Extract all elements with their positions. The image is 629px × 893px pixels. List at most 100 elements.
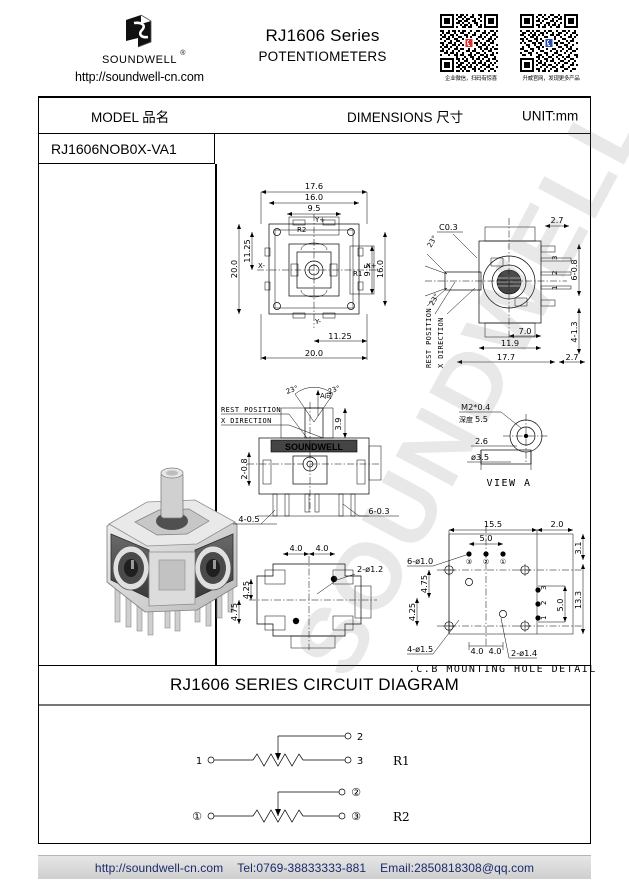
soundwell-logo-icon xyxy=(121,12,159,50)
dim-4-0-5: 4-0.5 xyxy=(238,514,259,524)
network-label-R1: R1 xyxy=(393,754,410,768)
dim-2-6: 2.6 xyxy=(475,436,488,446)
qr-code-website-caption: 升威官网，发现更多产品 xyxy=(522,76,580,82)
drawing-view-a: M2*0.4 深度 5.5 2.6 ø3.5 VIEW A xyxy=(421,392,593,507)
company-name: SOUNDWELL® xyxy=(101,50,186,66)
dim-11-25-bottom: 11.25 xyxy=(328,331,351,341)
product-photo xyxy=(87,464,255,644)
dim-16-0-right: 16.0 xyxy=(375,260,385,278)
label-a-direction: A向 xyxy=(320,391,332,400)
dim-4-0-pcb-b: 4.0 xyxy=(488,646,501,656)
series-title: RJ1606 Series xyxy=(265,26,380,45)
pin-label-3: 3 xyxy=(551,256,559,260)
document-title-block: RJ1606 Series POTENTIOMETERS xyxy=(215,26,430,64)
qr-code-wechat-image xyxy=(440,14,498,72)
registered-mark: ® xyxy=(180,50,187,57)
pcb-pin-3-circled: ③ xyxy=(466,558,472,566)
angle-23-left: 23° xyxy=(285,384,299,396)
qr-code-wechat-caption: 企业微信，扫码有惊喜 xyxy=(445,76,497,82)
label-Yminus: Y- xyxy=(314,318,321,326)
note-rest-position-front: REST POSITION xyxy=(221,406,281,414)
footer-url[interactable]: http://soundwell-cn.com xyxy=(94,860,224,875)
terminal-1-circled: ① xyxy=(192,810,202,823)
drawing-front-view: 23° 23° A向 REST POSITION X DIRECTION 3.9 xyxy=(219,382,409,532)
drawing-top-view: 17.6 16.0 9.5 xyxy=(219,176,404,376)
pcb-detail-title: P.C.B MOUNTING HOLE DETAIL xyxy=(407,664,597,674)
dimensions-row: RJ1606NOB0X-VA1 xyxy=(39,134,595,675)
dim-2-dia-1-2: 2-ø1.2 xyxy=(357,564,383,574)
terminal-3-circled: ③ xyxy=(351,810,361,823)
dim-4-1-3: 4-1.3 xyxy=(569,321,579,342)
dim-4-0-b: 4.0 xyxy=(315,543,328,553)
dim-4-25-pcb: 4.25 xyxy=(407,603,417,621)
product-type-title: POTENTIOMETERS xyxy=(258,49,387,64)
dim-4-dia-1-5: 4-ø1.5 xyxy=(407,644,433,654)
qr-code-website[interactable]: 升威官网，发现更多产品 xyxy=(520,14,582,82)
dim-2-0-8: 2-0.8 xyxy=(239,458,249,479)
dim-7-0: 7.0 xyxy=(518,326,531,336)
dim-15-5: 15.5 xyxy=(484,519,502,529)
terminal-3: 3 xyxy=(357,756,363,767)
dim-20-0-left: 20.0 xyxy=(229,260,239,278)
pcb-pin-2-circled: ② xyxy=(483,558,489,566)
dim-6-0-8: 6-0.8 xyxy=(569,259,579,280)
dim-16-0-top: 16.0 xyxy=(305,192,323,202)
footer-tel: Tel:0769-38833333-881 xyxy=(237,860,367,875)
note-x-direction: X DIRECTION xyxy=(437,317,445,368)
terminal-1: 1 xyxy=(196,756,202,767)
table-header-row: MODEL 品名 DIMENSIONS 尺寸 UNIT:mm xyxy=(39,98,590,134)
pcb-pin-1: 1 xyxy=(540,616,548,620)
dim-9-5-right: 9.5 xyxy=(362,263,372,276)
dim-2-7-bottom: 2.7 xyxy=(565,352,578,362)
dim-5-5: 5.5 xyxy=(475,414,488,424)
company-logo-block: SOUNDWELL® http://soundwell-cn.com xyxy=(42,12,237,84)
pcb-pin-1-circled: ① xyxy=(500,558,506,566)
header-website-url[interactable]: http://soundwell-cn.com xyxy=(74,70,204,84)
circuit-diagram-title: RJ1606 SERIES CIRCUIT DIAGRAM xyxy=(170,675,459,694)
qr-code-wechat[interactable]: 企业微信，扫码有惊喜 xyxy=(440,14,502,82)
pin-label-1: 1 xyxy=(551,286,559,290)
column-header-unit: UNIT:mm xyxy=(522,108,579,123)
label-Xminus: X- xyxy=(258,262,265,270)
pin-label-2: 2 xyxy=(551,271,559,275)
pcb-pin-2: 2 xyxy=(540,601,548,605)
dim-4-0-pcb-a: 4.0 xyxy=(470,646,483,656)
page-header: SOUNDWELL® http://soundwell-cn.com RJ160… xyxy=(0,0,629,92)
dim-11-9: 11.9 xyxy=(501,338,519,348)
label-R2: R2 xyxy=(297,226,306,234)
circuit-diagram-body: 1 3 2 R1 ① ③ xyxy=(39,706,590,843)
dim-2-dia-1-4: 2-ø1.4 xyxy=(511,648,537,658)
label-Yplus: Y+ xyxy=(314,216,325,224)
page-footer: http://soundwell-cn.com Tel:0769-3883333… xyxy=(38,855,591,879)
qr-code-website-image xyxy=(520,14,578,72)
dim-6-dia-1-0: 6-ø1.0 xyxy=(407,556,433,566)
dim-2-7-top: 2.7 xyxy=(550,215,563,225)
dim-17-6: 17.6 xyxy=(305,181,323,191)
drawing-side-view: 2.7 C0.3 xyxy=(417,196,597,376)
angle-23-right: 23° xyxy=(327,384,341,396)
view-a-title: VIEW A xyxy=(486,478,531,489)
dim-17-7: 17.7 xyxy=(497,352,515,362)
dim-4-75-pcb: 4.75 xyxy=(419,575,429,593)
label-R1: R1 xyxy=(353,270,362,278)
model-column-divider xyxy=(215,164,217,666)
dim-4-75: 4.75 xyxy=(229,603,239,621)
brand-soundwell: SOUNDWELL xyxy=(285,442,343,452)
dim-4-0-a: 4.0 xyxy=(289,543,302,553)
dim-M2-0-4: M2*0.4 xyxy=(461,402,490,412)
dim-13-3: 13.3 xyxy=(573,591,583,609)
dim-20-0-bottom: 20.0 xyxy=(305,348,323,358)
note-x-direction-front: X DIRECTION xyxy=(221,417,272,425)
datasheet-table: MODEL 品名 DIMENSIONS 尺寸 UNIT:mm RJ1606NOB… xyxy=(38,96,595,844)
footer-email[interactable]: Email:2850818308@qq.com xyxy=(380,860,535,875)
dim-dia-3-5: ø3.5 xyxy=(471,452,489,462)
angle-23-upper: 23° xyxy=(426,234,439,249)
company-name-text: SOUNDWELL xyxy=(101,54,178,66)
dim-6-0-3: 6-0.3 xyxy=(368,506,389,516)
drawing-pcb-detail: 15.5 2.0 5.0 ③ ② xyxy=(401,512,602,675)
note-rest-position: REST POSITION xyxy=(425,308,433,368)
column-header-dimensions: DIMENSIONS 尺寸 xyxy=(347,109,464,125)
model-part-number-cell: RJ1606NOB0X-VA1 xyxy=(39,134,215,164)
dim-11-25-left: 11.25 xyxy=(242,239,252,262)
dim-C0-3: C0.3 xyxy=(439,222,458,232)
